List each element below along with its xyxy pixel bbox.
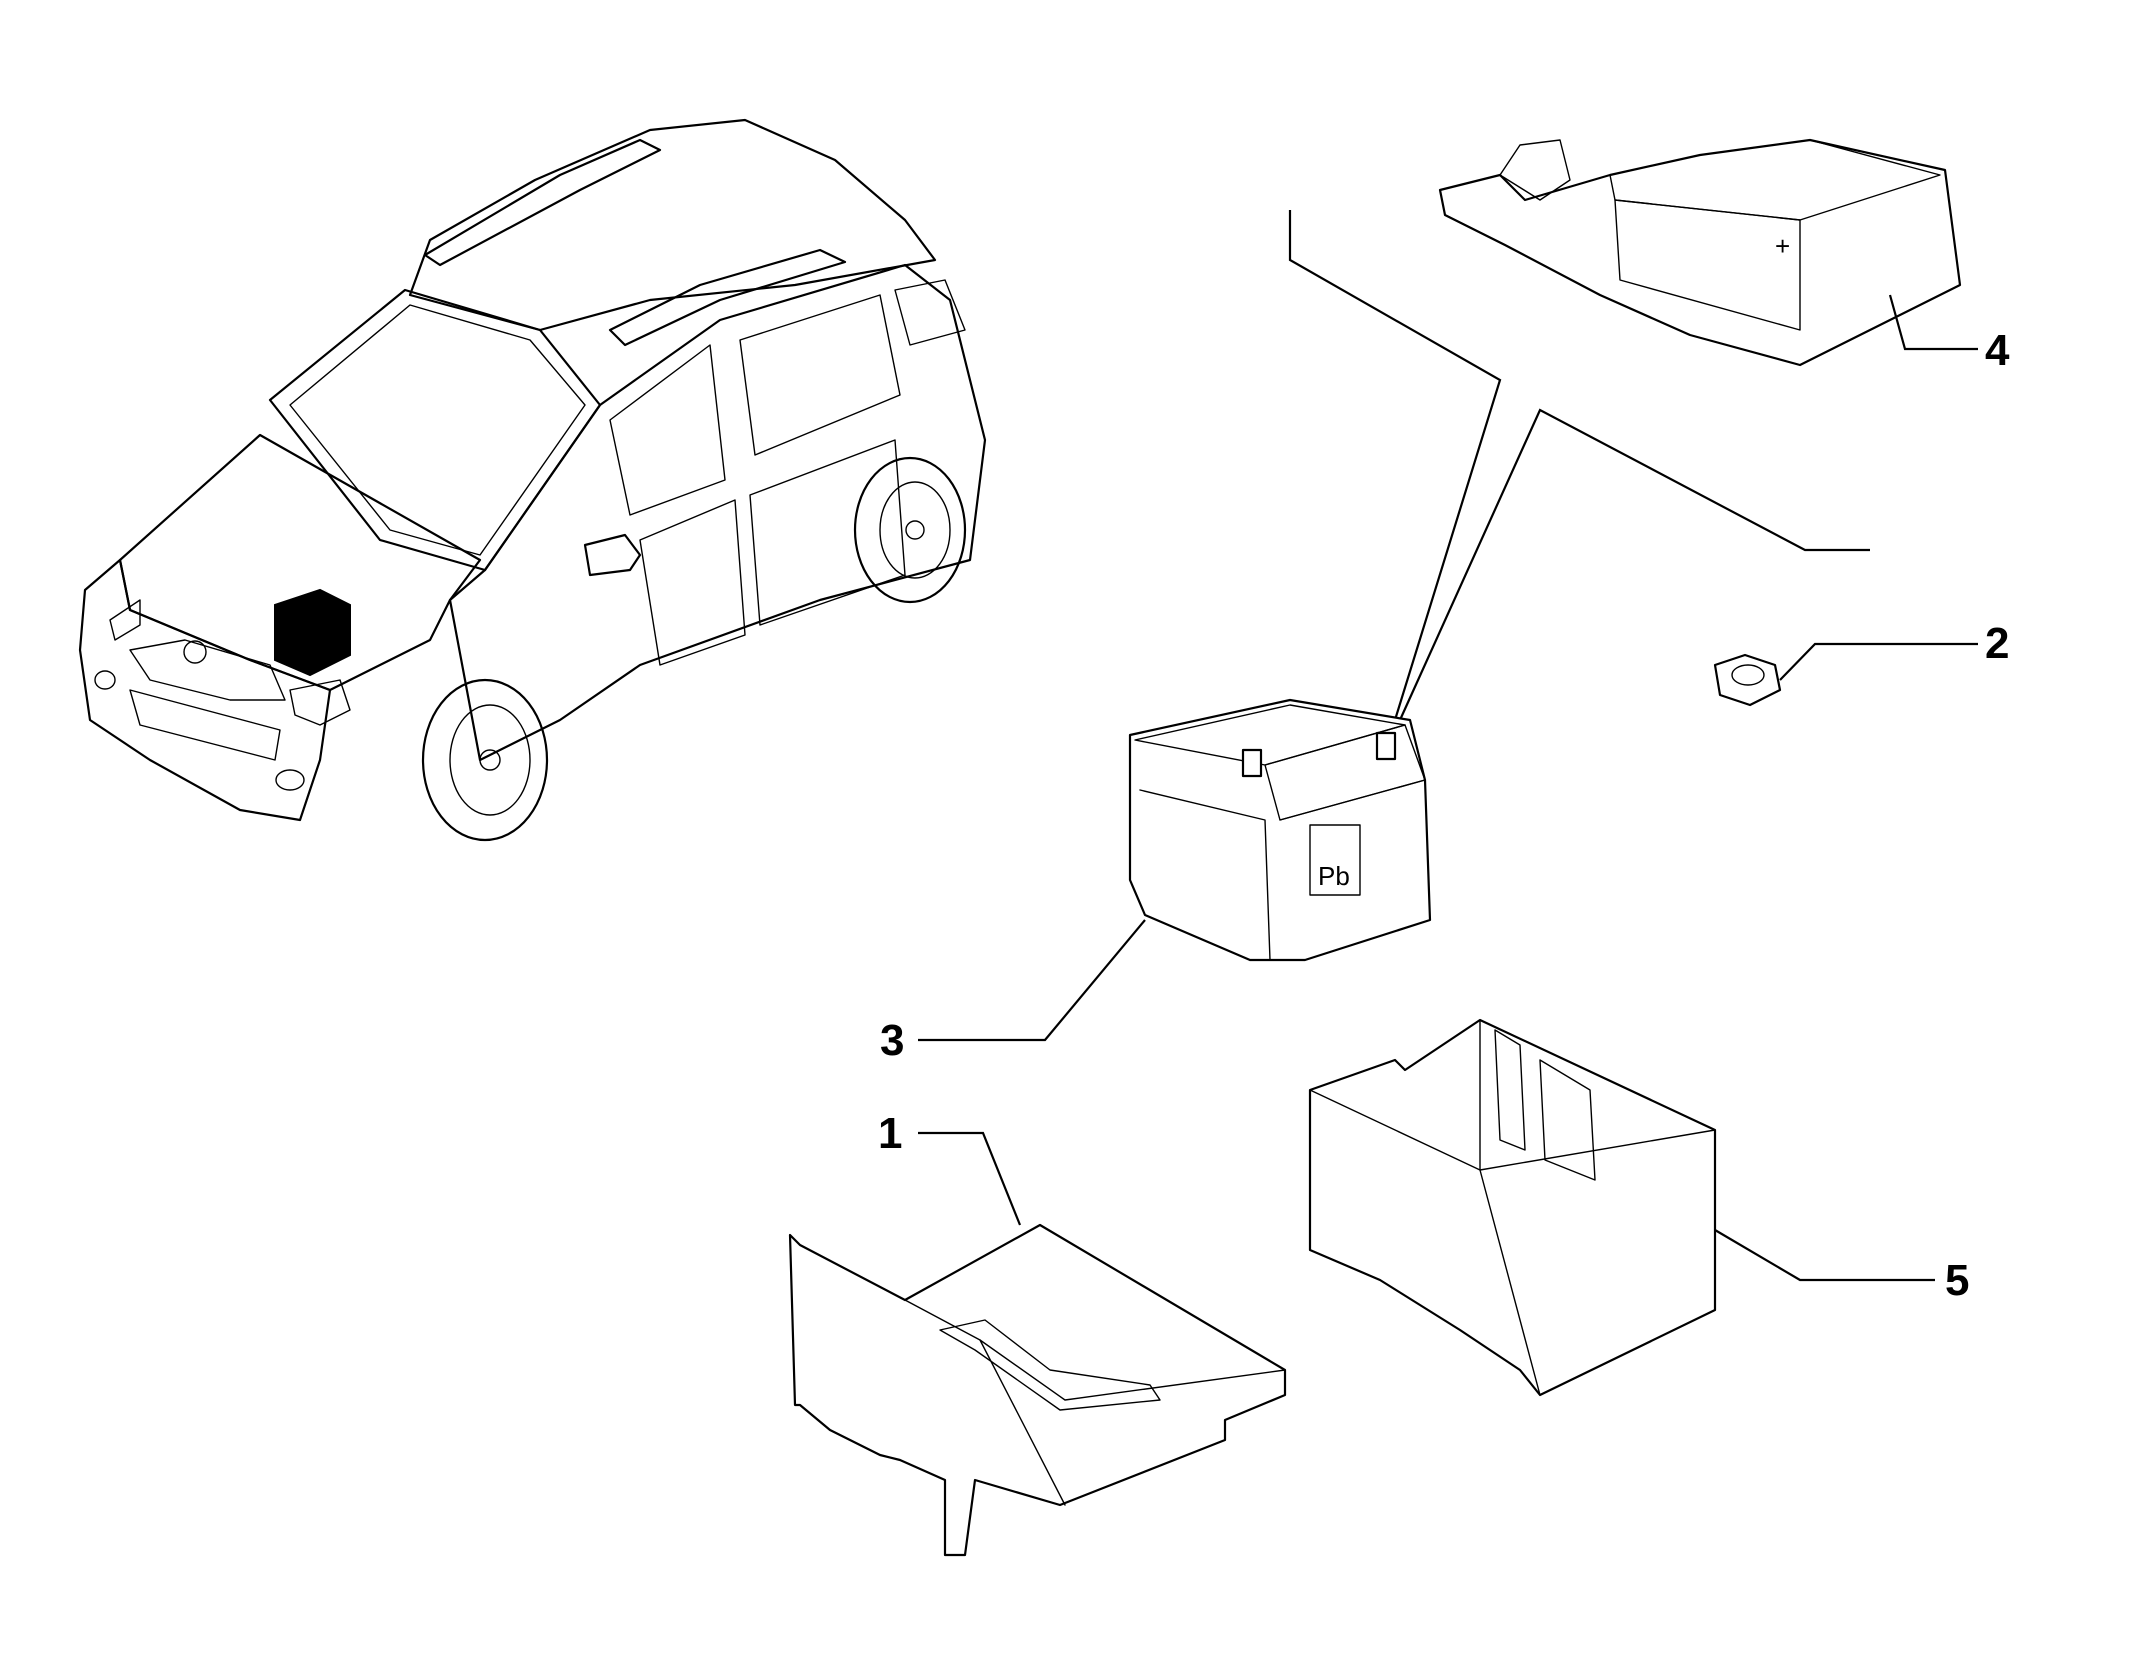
part-4-terminal-cover: +	[1438, 138, 1962, 367]
rear-wheel	[853, 456, 967, 604]
battery-location-marker	[274, 588, 351, 677]
explode-lines	[1288, 210, 1870, 721]
part-3-battery: Pb	[1128, 698, 1432, 962]
car-illustration	[78, 118, 987, 842]
leader-2	[1779, 642, 1978, 681]
part-5-battery-box	[1308, 1018, 1717, 1397]
callout-3: 3	[880, 1016, 904, 1065]
plus-symbol-icon: +	[1775, 231, 1790, 261]
callout-5: 5	[1945, 1256, 1969, 1305]
callout-1: 1	[878, 1109, 902, 1158]
front-wheel	[421, 678, 549, 842]
callout-2: 2	[1985, 619, 2009, 668]
part-1-battery-tray	[788, 1223, 1287, 1557]
leader-5	[1714, 1229, 1935, 1282]
battery-marking: Pb	[1318, 861, 1350, 891]
callout-4: 4	[1985, 326, 2010, 375]
recycle-bin-icon	[1309, 824, 1361, 896]
leader-1	[918, 1131, 1022, 1226]
leader-3	[918, 919, 1146, 1042]
terminal-negative	[1241, 748, 1263, 778]
terminal-positive	[1375, 731, 1397, 761]
leader-4	[1888, 294, 1978, 351]
part-2-nut	[1713, 653, 1782, 707]
callout-leaders	[918, 294, 1978, 1282]
